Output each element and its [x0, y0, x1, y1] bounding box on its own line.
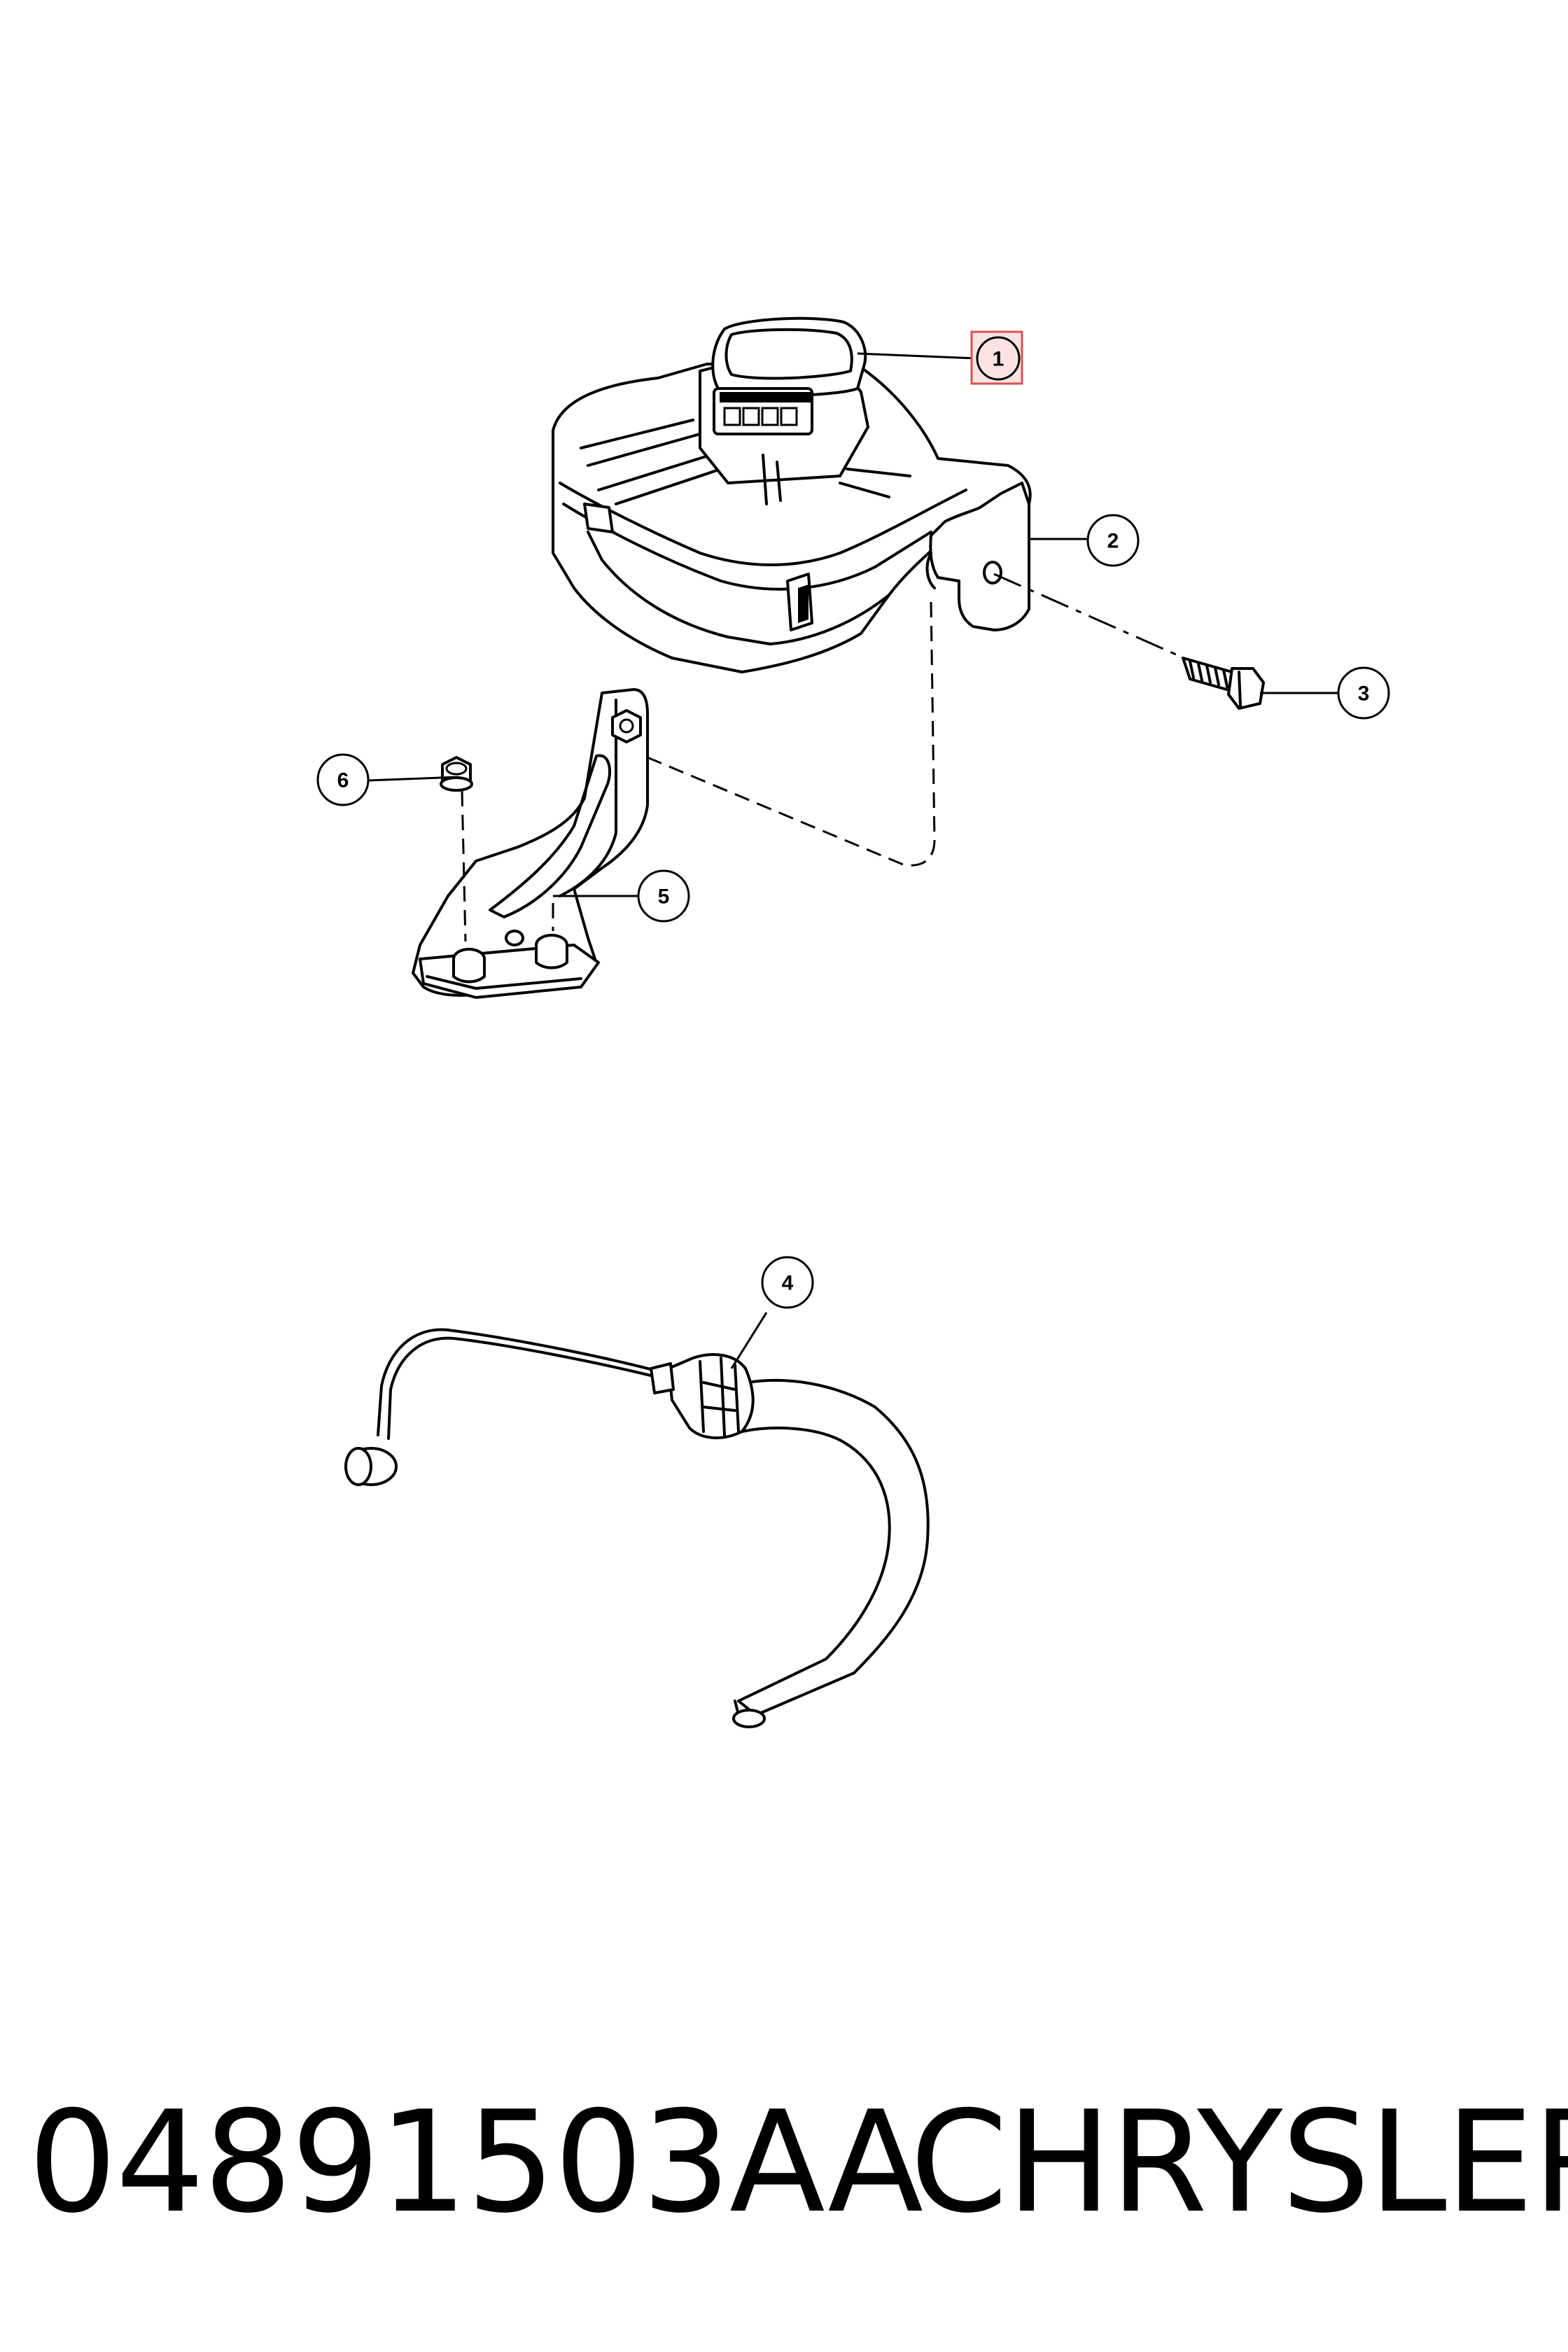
guide-line — [461, 790, 467, 942]
sensor-housing — [552, 316, 1032, 673]
mounting-bracket — [925, 482, 1030, 631]
harness-hose — [344, 1328, 930, 1728]
callout-4[interactable]: 4 — [761, 1256, 814, 1309]
callout-5[interactable]: 5 — [637, 869, 690, 923]
part-number: 04891503AA — [28, 2081, 923, 2244]
callout-label: 6 — [337, 769, 349, 792]
nut — [440, 756, 473, 792]
callout-2[interactable]: 2 — [1086, 514, 1140, 567]
footer: 04891503AA CHRYSLER — [0, 2058, 1568, 2268]
callout-label: 5 — [658, 886, 670, 909]
bolt — [1182, 657, 1265, 710]
callout-label: 4 — [782, 1272, 794, 1295]
brand-name: CHRYSLER — [910, 2081, 1568, 2244]
callout-3[interactable]: 3 — [1337, 666, 1390, 720]
callout-6[interactable]: 6 — [316, 753, 370, 806]
guide-line — [643, 601, 936, 867]
guide-line — [993, 573, 1177, 656]
lower-bracket — [412, 688, 649, 999]
leader-lines — [367, 352, 1339, 1369]
callout-label: 1 — [993, 348, 1004, 371]
callout-highlight — [970, 330, 1023, 385]
callout-1[interactable]: 1 — [970, 330, 1023, 385]
callout-label: 2 — [1107, 530, 1119, 553]
callout-label: 3 — [1358, 682, 1370, 706]
